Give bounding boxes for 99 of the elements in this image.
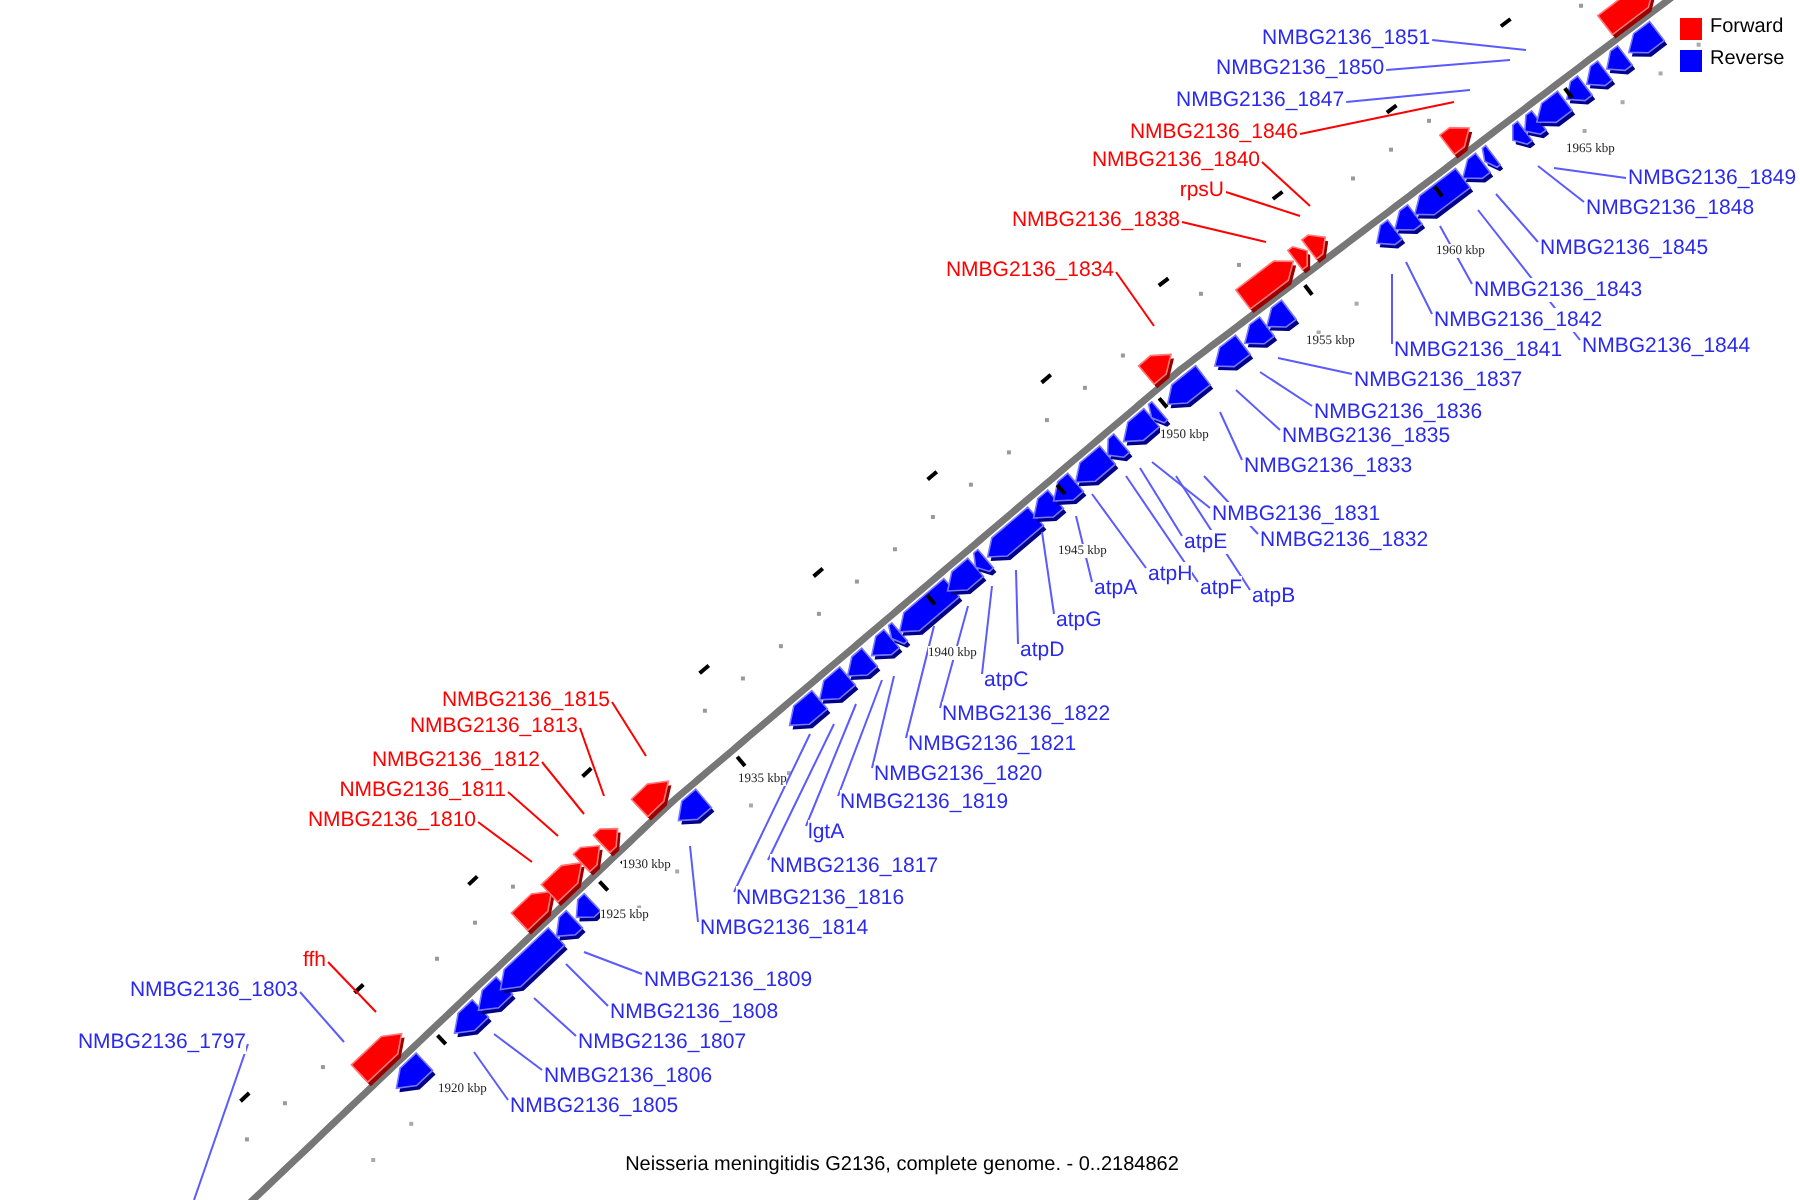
gene-label: atpB — [1252, 584, 1296, 608]
gene-label: NMBG2136_1833 — [1244, 454, 1413, 478]
gene-label: NMBG2136_1834 — [945, 258, 1114, 282]
leader-line — [1385, 59, 1511, 71]
gene-label: NMBG2136_1843 — [1474, 278, 1643, 302]
gene-label: atpH — [1148, 562, 1193, 586]
gene-label: atpD — [1020, 638, 1065, 662]
gene-label: NMBG2136_1813 — [409, 714, 578, 738]
leader-line — [1431, 39, 1527, 51]
gene-label: NMBG2136_1840 — [1091, 148, 1260, 172]
caption: Neisseria meningitidis G2136, complete genome. - 0..2184862 — [625, 1154, 1179, 1176]
leader-line — [1235, 389, 1281, 431]
leader-line — [579, 727, 605, 797]
leader-line — [1219, 411, 1243, 461]
leader-line — [473, 1051, 509, 1101]
leader-line — [1553, 167, 1627, 179]
gene-label: NMBG2136_1849 — [1628, 166, 1797, 190]
gene-label: NMBG2136_1814 — [700, 916, 869, 940]
gene-label: NMBG2136_1819 — [840, 790, 1009, 814]
leader-line — [611, 701, 647, 757]
gene-label: NMBG2136_1812 — [371, 748, 540, 772]
leader-line — [1405, 261, 1433, 315]
leader-line — [1091, 493, 1147, 569]
gene-label: NMBG2136_1841 — [1394, 338, 1563, 362]
leader-line — [1345, 89, 1471, 103]
gene-label: NMBG2136_1817 — [770, 854, 939, 878]
gene-label: NMBG2136_1838 — [1011, 208, 1180, 232]
gene-label: NMBG2136_1809 — [644, 968, 813, 992]
leader-line — [541, 761, 585, 815]
gene-label: NMBG2136_1808 — [610, 1000, 779, 1024]
gene-label: NMBG2136_1820 — [874, 762, 1043, 786]
leader-line — [1015, 569, 1019, 645]
gene-label: NMBG2136_1815 — [441, 688, 610, 712]
gene-label: atpG — [1056, 608, 1102, 632]
legend-label: Forward — [1710, 16, 1784, 40]
gene-label: NMBG2136_1848 — [1586, 196, 1755, 220]
leader-line — [871, 675, 895, 769]
leader-line — [507, 791, 559, 837]
legend-label: Reverse — [1710, 48, 1785, 72]
gene-label: NMBG2136_1806 — [544, 1064, 713, 1088]
gene-label: atpC — [984, 668, 1029, 692]
gene-label: atpE — [1184, 530, 1228, 554]
gene-label: NMBG2136_1836 — [1314, 400, 1483, 424]
gene-label: NMBG2136_1803 — [129, 978, 298, 1002]
gene-label: NMBG2136_1847 — [1176, 88, 1345, 112]
gene-label: NMBG2136_1832 — [1260, 528, 1429, 552]
leader-line — [767, 723, 835, 861]
leader-line — [1277, 357, 1353, 375]
leader-line — [1181, 221, 1267, 243]
leader-line — [1225, 191, 1301, 217]
leader-line — [1115, 271, 1155, 327]
gene-label: NMBG2136_1811 — [339, 778, 506, 802]
leader-line — [1495, 193, 1539, 243]
gene-label: NMBG2136_1842 — [1434, 308, 1603, 332]
leader-line — [1259, 371, 1313, 407]
leader-line — [565, 963, 609, 1007]
gene-label: atpA — [1094, 576, 1138, 600]
leader-line — [1299, 101, 1455, 135]
gene-label: NMBG2136_1835 — [1282, 424, 1451, 448]
gene-label: lgtA — [808, 820, 845, 844]
leader-line — [1261, 161, 1311, 207]
leader-line — [583, 951, 643, 975]
gene-label: NMBG2136_1807 — [578, 1030, 747, 1054]
leader-line — [1139, 467, 1183, 537]
gene-label: rpsU — [1179, 178, 1224, 202]
gene-label: NMBG2136_1816 — [736, 886, 905, 910]
leader-line — [493, 1033, 543, 1071]
leader-line — [733, 733, 811, 893]
leader-line — [905, 625, 935, 739]
leader-line — [1125, 475, 1199, 583]
gene-label: NMBG2136_1831 — [1212, 502, 1381, 526]
leader-line — [299, 991, 345, 1043]
leader-line — [327, 961, 377, 1013]
leader-line — [981, 585, 993, 675]
leader-line — [477, 821, 533, 863]
leader-line — [1391, 273, 1393, 345]
leader-line — [193, 1043, 249, 1200]
leader-line — [805, 703, 857, 827]
gene-label: ffh — [303, 948, 326, 972]
gene-label: NMBG2136_1851 — [1262, 26, 1431, 50]
gene-label: atpF — [1200, 576, 1243, 600]
gene-label: NMBG2136_1844 — [1582, 334, 1751, 358]
gene-label: NMBG2136_1797 — [77, 1030, 246, 1054]
leader-line — [1041, 531, 1055, 615]
leader-line — [837, 679, 883, 797]
gene-label: NMBG2136_1821 — [908, 732, 1077, 756]
leader-line — [939, 605, 969, 709]
gene-label: NMBG2136_1837 — [1354, 368, 1523, 392]
leader-line — [1537, 165, 1585, 203]
gene-label: NMBG2136_1846 — [1129, 120, 1298, 144]
gene-label: NMBG2136_1845 — [1540, 236, 1709, 260]
leader-line — [533, 997, 577, 1037]
gene-label: NMBG2136_1805 — [510, 1094, 679, 1118]
gene-label: NMBG2136_1810 — [307, 808, 476, 832]
leader-line — [689, 845, 699, 923]
leader-line — [1151, 461, 1211, 509]
gene-label: NMBG2136_1822 — [942, 702, 1111, 726]
gene-label: NMBG2136_1850 — [1216, 56, 1385, 80]
leader-line — [1175, 475, 1251, 591]
